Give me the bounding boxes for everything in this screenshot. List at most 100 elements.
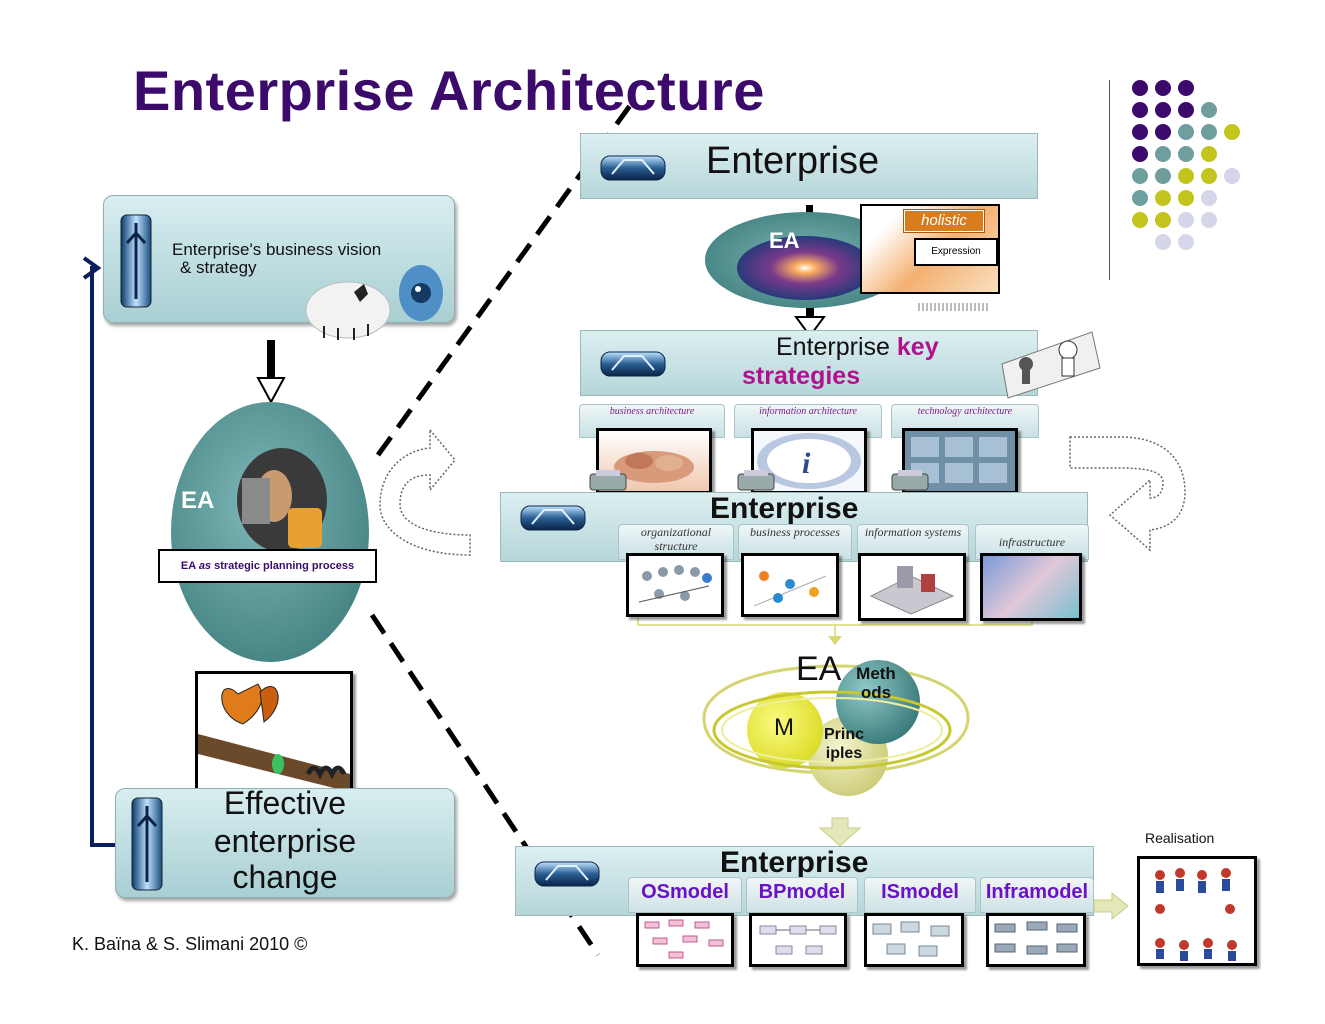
decor-dot — [1224, 124, 1240, 140]
footer-credit: K. Baïna & S. Slimani 2010 © — [72, 934, 308, 954]
decor-dot — [1178, 146, 1194, 162]
decor-dot — [1132, 212, 1148, 228]
business-architecture-picture — [596, 428, 712, 494]
m-label: M — [774, 714, 794, 741]
decor-dot — [1201, 124, 1217, 140]
decor-dot — [1132, 146, 1148, 162]
os-model-picture — [636, 913, 734, 967]
ea-label-top: EA — [769, 228, 800, 253]
decor-dot — [1155, 124, 1171, 140]
key-strategies-line1: Enterprise key — [776, 333, 939, 362]
eye-icon — [399, 265, 443, 321]
methods-label: Methods — [856, 664, 896, 702]
decor-dot — [1178, 234, 1194, 250]
down-arrow-center — [818, 817, 862, 847]
building-logo-icon-2 — [131, 797, 163, 891]
egg-illustration — [305, 281, 391, 340]
enterprise-top-label: Enterprise — [706, 140, 880, 182]
dot-matrix — [1130, 78, 1250, 258]
decor-dot — [1155, 168, 1171, 184]
ea-center-label: EA — [796, 650, 842, 688]
enterprise-logo-icon-bottom — [534, 861, 600, 887]
business-vision-box — [103, 195, 455, 323]
decor-dot — [1155, 102, 1171, 118]
expression-label: Expression — [914, 238, 998, 266]
decor-dot — [1201, 168, 1217, 184]
zoom-line-top — [375, 98, 637, 457]
decor-dot — [1132, 102, 1148, 118]
chess-illustration — [1001, 331, 1101, 399]
decor-dot — [1132, 80, 1148, 96]
device-icon-3 — [891, 470, 929, 491]
decor-dot — [1178, 190, 1194, 206]
model-tab-infra: Inframodel — [980, 877, 1094, 913]
change-text-line2: enterprise — [213, 823, 357, 859]
principles-label: Principles — [823, 726, 864, 762]
curved-arrow-right — [1069, 436, 1186, 552]
enterprise-bottom-label: Enterprise — [720, 846, 869, 879]
ea-oval-left — [171, 402, 369, 662]
decor-dot — [1155, 80, 1171, 96]
decor-dot — [1201, 146, 1217, 162]
decor-dot — [1132, 124, 1148, 140]
decor-dot — [1132, 190, 1148, 206]
decor-dot — [1178, 124, 1194, 140]
decor-dot — [1178, 80, 1194, 96]
feedback-loop-line — [90, 266, 118, 847]
change-text-line3: change — [232, 859, 338, 895]
dot-matrix-svg — [1132, 80, 1240, 250]
enterprise-logo-icon-top — [600, 155, 666, 181]
is-model-picture — [864, 913, 964, 967]
ea-methods-diagram — [702, 660, 970, 796]
change-text-line1: Effective — [223, 785, 347, 821]
key-strategies-word-key: key — [896, 333, 939, 361]
process-as: as — [198, 560, 212, 572]
process-prefix: EA — [180, 560, 196, 572]
vision-text-line1: Enterprise's business vision — [172, 240, 382, 259]
bp-model-picture — [749, 913, 847, 967]
decor-dot — [1201, 102, 1217, 118]
ea-oval-top — [705, 212, 909, 308]
business-processes-picture — [741, 553, 839, 617]
model-tab-os: OSmodel — [628, 877, 742, 913]
infra-model-picture — [986, 913, 1086, 967]
decor-dot — [1155, 234, 1171, 250]
holistic-badge: holistic — [903, 209, 985, 233]
butterfly-picture — [195, 671, 353, 795]
enterprise-logo-icon-mid — [520, 505, 586, 531]
down-arrow-1 — [256, 340, 286, 405]
vision-text-line2: & strategy — [180, 258, 257, 277]
realisation-label: Realisation — [1145, 830, 1215, 846]
hatch-decoration — [918, 303, 990, 311]
enterprise-logo-icon-strategies — [600, 351, 666, 377]
decor-dot — [1178, 168, 1194, 184]
model-tab-is: ISmodel — [864, 877, 976, 913]
slide-title: Enterprise Architecture — [133, 59, 765, 122]
realisation-picture — [1137, 856, 1257, 966]
process-suffix: strategic planning process — [214, 560, 355, 572]
decor-dot — [1201, 212, 1217, 228]
information-architecture-picture: i — [751, 428, 867, 494]
key-strategies-line2: strategies — [742, 362, 861, 390]
effective-change-box — [115, 788, 455, 898]
decor-dot — [1155, 212, 1171, 228]
decor-dot — [1155, 146, 1171, 162]
right-arrow-realisation — [1093, 891, 1129, 921]
down-arrow-4 — [794, 305, 826, 338]
decor-dot — [1155, 190, 1171, 206]
decor-dot — [1224, 168, 1240, 184]
technology-architecture-picture — [902, 428, 1018, 494]
enterprise-mid-label: Enterprise — [710, 492, 859, 525]
device-icon-1 — [589, 470, 627, 491]
decor-dot — [1132, 168, 1148, 184]
strategic-planning-label: EA as strategic planning process — [158, 549, 377, 583]
organizational-structure-picture — [626, 553, 724, 617]
decor-dot — [1178, 212, 1194, 228]
device-icon-2 — [737, 470, 775, 491]
svg-text:i: i — [802, 447, 811, 480]
ea-label-left: EA — [181, 487, 215, 514]
title-divider-line — [1109, 80, 1110, 280]
model-tab-bp: BPmodel — [746, 877, 858, 913]
building-logo-icon — [120, 214, 152, 308]
decor-dot — [1201, 190, 1217, 206]
